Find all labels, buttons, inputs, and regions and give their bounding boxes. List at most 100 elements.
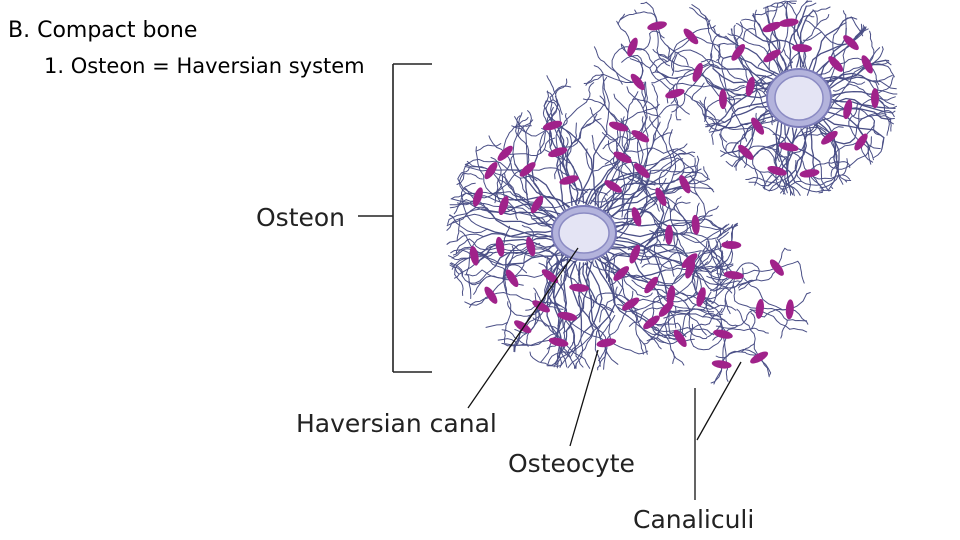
canaliculus: [517, 119, 534, 137]
canaliculus: [504, 152, 521, 179]
canaliculus: [868, 80, 894, 95]
canaliculus: [842, 10, 847, 16]
canaliculus: [525, 110, 532, 134]
canaliculus: [450, 192, 467, 200]
osteocyte: [821, 130, 838, 145]
canaliculus: [832, 141, 862, 158]
canaliculus: [514, 192, 530, 207]
canaliculus: [507, 245, 515, 267]
canaliculus: [631, 279, 646, 290]
canaliculus: [787, 146, 810, 174]
canaliculus: [452, 216, 488, 234]
osteocyte: [472, 187, 483, 207]
osteocyte: [629, 244, 641, 264]
canaliculus: [558, 341, 575, 365]
canaliculus: [827, 106, 892, 121]
canaliculus: [649, 58, 668, 69]
canaliculus: [876, 76, 894, 95]
osteocyte: [497, 145, 513, 161]
canaliculus: [869, 30, 872, 35]
canaliculus: [708, 117, 727, 128]
canaliculus: [502, 277, 512, 323]
canaliculus: [751, 14, 757, 22]
canaliculus: [759, 308, 791, 330]
canaliculus: [787, 0, 797, 3]
canaliculus: [447, 218, 450, 225]
osteocyte: [792, 44, 812, 53]
canaliculus: [511, 252, 526, 279]
canaliculus: [599, 314, 616, 339]
canaliculus: [490, 170, 505, 196]
canaliculus: [642, 111, 661, 118]
canaliculus: [450, 250, 455, 254]
osteocyte: [767, 166, 787, 176]
canaliculus: [597, 342, 607, 369]
osteocyte: [505, 269, 519, 288]
canaliculus: [780, 180, 802, 190]
canaliculus: [660, 245, 691, 262]
osteocyte: [711, 360, 732, 369]
canaliculus: [630, 303, 648, 335]
canaliculus: [848, 117, 862, 143]
canaliculus: [842, 17, 854, 22]
canaliculus: [674, 209, 697, 226]
canaliculus: [457, 167, 470, 180]
canaliculus: [649, 116, 664, 141]
canaliculus: [734, 300, 761, 310]
canaliculus: [671, 285, 711, 310]
canaliculus: [562, 315, 568, 344]
canaliculus: [599, 301, 608, 323]
canaliculus: [805, 2, 817, 7]
canaliculus: [660, 183, 686, 193]
canaliculus: [768, 175, 791, 192]
canaliculus: [796, 10, 814, 68]
canaliculus: [625, 147, 665, 154]
canaliculus: [617, 306, 639, 312]
canaliculus: [672, 149, 677, 176]
canaliculus: [771, 148, 788, 158]
canaliculus: [503, 205, 533, 220]
canaliculus: [737, 51, 761, 79]
osteocyte-cells: [469, 18, 880, 369]
osteocyte-label: Osteocyte: [508, 449, 635, 478]
osteocyte: [644, 276, 659, 294]
canaliculus: [605, 261, 610, 279]
canaliculus: [887, 66, 895, 78]
canaliculus: [475, 150, 492, 194]
canaliculus: [502, 251, 562, 266]
canaliculus: [806, 321, 809, 325]
canaliculus: [740, 351, 757, 356]
canaliculus: [755, 71, 776, 86]
canaliculus: [841, 174, 851, 180]
haversian-canal-secondary: [766, 68, 832, 128]
canaliculus: [519, 175, 538, 182]
canaliculus: [513, 346, 516, 352]
canaliculus: [684, 282, 702, 302]
osteon-label: Osteon: [256, 203, 345, 232]
canaliculus: [750, 327, 769, 334]
canaliculus: [717, 100, 769, 132]
canaliculus: [585, 73, 604, 86]
canaliculus: [613, 93, 629, 114]
canaliculus: [458, 173, 479, 198]
osteocyte: [778, 18, 799, 27]
canaliculus: [518, 112, 523, 123]
canaliculus: [724, 86, 751, 92]
canaliculus: [888, 105, 897, 109]
canaliculus: [641, 140, 655, 172]
canaliculus: [519, 177, 528, 195]
canaliculus: [531, 214, 553, 220]
canaliculus: [818, 191, 823, 194]
canaliculus: [488, 135, 491, 140]
canaliculus: [772, 23, 784, 73]
canaliculus: [615, 286, 624, 305]
canaliculus: [724, 85, 745, 91]
canaliculus: [797, 260, 805, 284]
canaliculus: [627, 177, 643, 186]
canaliculus: [621, 196, 625, 218]
canaliculus: [603, 255, 615, 275]
osteocyte: [673, 329, 687, 348]
osteocyte: [854, 133, 868, 151]
canaliculus: [705, 98, 724, 119]
canaliculus: [619, 12, 637, 21]
